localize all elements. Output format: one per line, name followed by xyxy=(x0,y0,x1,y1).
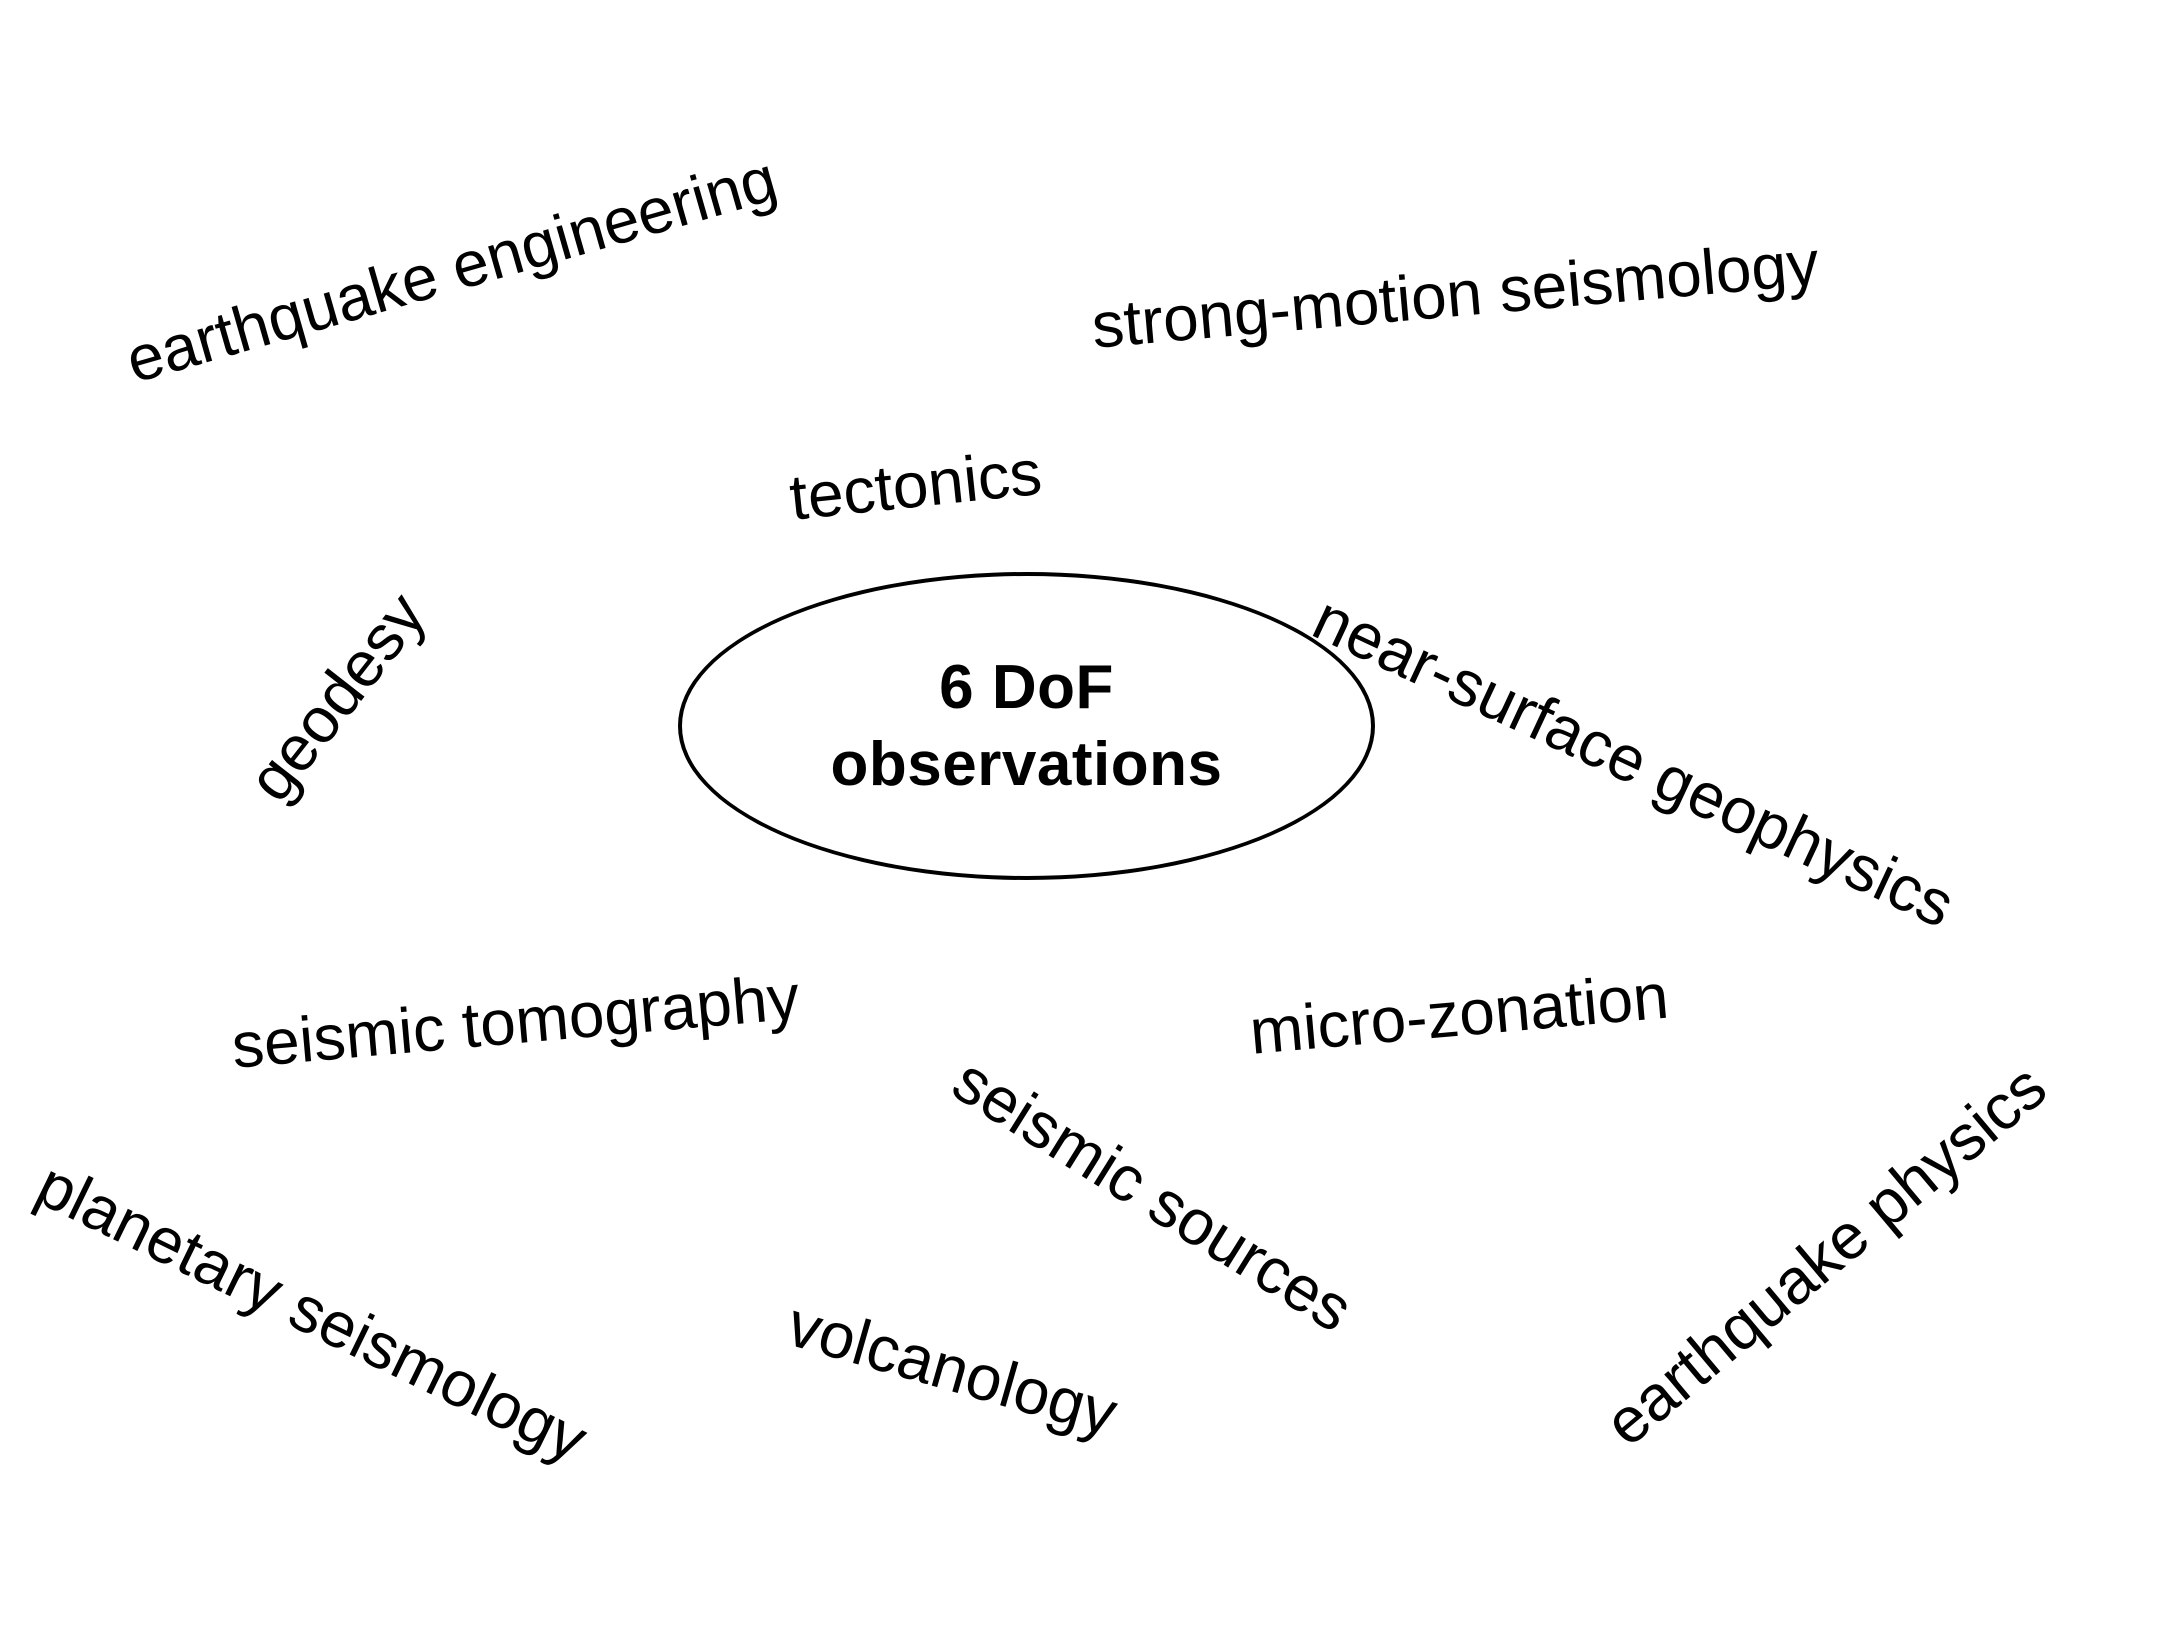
label-seismic-tomography: seismic tomography xyxy=(228,960,803,1082)
label-planetary-seismology: planetary seismology xyxy=(26,1147,599,1476)
label-tectonics: tectonics xyxy=(786,435,1045,534)
label-geodesy: geodesy xyxy=(233,579,440,815)
center-node-ellipse: 6 DoF observations xyxy=(678,572,1375,880)
label-near-surface-geophysics: near-surface geophysics xyxy=(1302,581,1966,942)
center-node-line-2: observations xyxy=(830,730,1223,799)
label-micro-zonation: micro-zonation xyxy=(1246,959,1672,1068)
center-node-line-1: 6 DoF xyxy=(939,652,1114,722)
label-earthquake-physics: earthquake physics xyxy=(1590,1049,2060,1460)
label-earthquake-engineering: earthquake engineering xyxy=(118,142,785,397)
label-seismic-sources: seismic sources xyxy=(940,1043,1366,1346)
label-volcanology: volcanology xyxy=(780,1287,1125,1450)
label-strong-motion-seismology: strong-motion seismology xyxy=(1088,226,1822,362)
